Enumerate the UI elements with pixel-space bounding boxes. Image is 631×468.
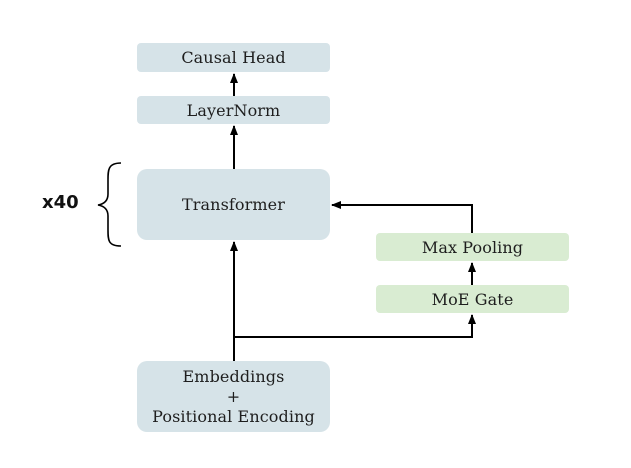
embeddings-node: Embeddings + Positional Encoding xyxy=(137,361,330,432)
transformer-label: Transformer xyxy=(182,195,285,214)
moe-gate-node: MoE Gate xyxy=(376,285,569,313)
embeddings-label-line1: Embeddings xyxy=(182,366,285,386)
max-pooling-node: Max Pooling xyxy=(376,233,569,261)
max-pooling-label: Max Pooling xyxy=(421,237,524,257)
layernorm-label: LayerNorm xyxy=(186,100,281,120)
embeddings-label-line3: Positional Encoding xyxy=(152,406,315,426)
arrow-embeddings-to-moe-gate xyxy=(234,314,476,338)
repeat-brace xyxy=(97,162,122,247)
layernorm-node: LayerNorm xyxy=(137,96,330,124)
causal-head-label: Causal Head xyxy=(181,48,286,67)
arrow-max-pooling-to-transformer xyxy=(331,201,473,233)
transformer-node: Transformer xyxy=(137,169,330,240)
causal-head-node: Causal Head xyxy=(137,43,330,72)
repeat-count-label: x40 xyxy=(42,192,79,213)
moe-gate-label: MoE Gate xyxy=(431,289,514,309)
embeddings-label-line2: + xyxy=(226,386,241,406)
